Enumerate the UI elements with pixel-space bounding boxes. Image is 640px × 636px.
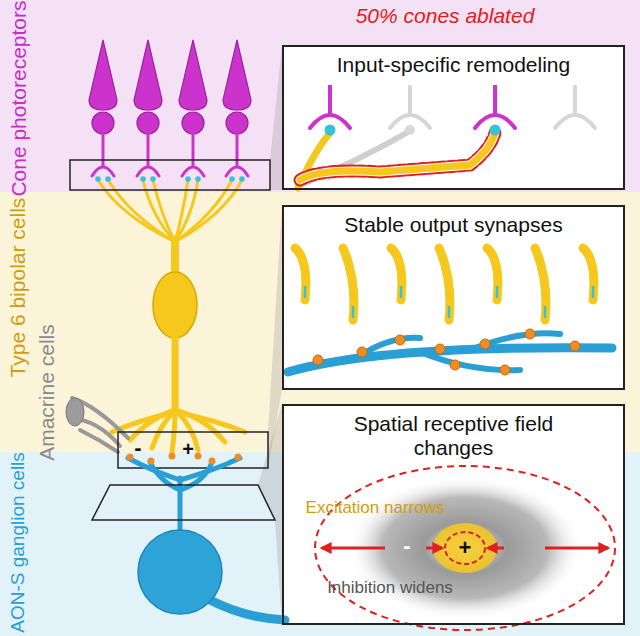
remodeling-drawing — [298, 85, 595, 188]
ribbon — [592, 286, 595, 298]
synapse-dot — [395, 335, 405, 345]
axon-terminal — [583, 248, 594, 300]
axon-terminal — [439, 248, 450, 320]
layer-label: AON-S ganglion cells — [7, 452, 28, 633]
diagram-label: Inhibition widens — [327, 579, 453, 598]
ganglion-dendrites — [128, 458, 240, 535]
axon-terminal — [295, 248, 306, 300]
layer-label: Cone photoreceptors — [7, 0, 30, 196]
synapse-dot — [500, 365, 510, 375]
callout-ground — [282, 45, 625, 190]
synapse-dots — [127, 453, 242, 465]
plane-outline — [92, 485, 275, 520]
dendrite-tip — [185, 176, 191, 182]
ganglion-soma — [138, 530, 222, 614]
layer-label: Type 6 bipolar cells — [6, 197, 29, 377]
dendrite-tip — [105, 176, 111, 182]
cone-pedicle — [226, 167, 248, 176]
receptive-field — [315, 466, 615, 630]
pedicle-box — [70, 160, 270, 190]
synapse-dot — [435, 344, 445, 354]
cone-pedicle — [182, 167, 204, 176]
zoom-wedge — [258, 404, 282, 625]
diagram-label: - — [403, 534, 410, 558]
ribbon — [352, 306, 355, 318]
diagram-label: Excitation narrows — [306, 499, 445, 518]
dendrite-tip — [95, 176, 101, 182]
synapse-dot — [357, 347, 367, 357]
dendrite-tip — [229, 176, 235, 182]
callout-title: Stable output synapses — [294, 213, 614, 237]
synapse-dot — [450, 360, 460, 370]
pedicle-axon — [328, 85, 332, 115]
axon-terminal — [391, 248, 402, 300]
pedicle-axon — [493, 85, 497, 115]
cone-axon — [192, 133, 195, 166]
ribbon — [496, 286, 499, 298]
diagram-label: - — [134, 436, 141, 460]
dendrite-tip — [195, 176, 201, 182]
synapse-dot — [525, 329, 535, 339]
cone-soma — [92, 112, 114, 134]
bipolar-cell — [112, 240, 245, 452]
callout-box: Stable output synapses — [282, 205, 625, 390]
callout-title: Input-specific remodeling — [294, 53, 614, 77]
synapse-dot — [570, 341, 580, 351]
dendrite-tip — [140, 176, 146, 182]
cone-outer-segment — [134, 40, 162, 110]
cone-soma — [182, 112, 204, 134]
axon-terminal — [343, 248, 354, 320]
cone-pedicle — [137, 167, 159, 176]
ribbon — [448, 306, 451, 318]
cone-cells — [89, 40, 251, 242]
cone-outer-segment — [223, 40, 251, 110]
cone-soma — [137, 112, 159, 134]
axon-terminal — [535, 248, 546, 320]
cone-outer-segment — [89, 40, 117, 110]
diagram-label: + — [459, 536, 472, 560]
layer-label: Amacrine cells — [34, 324, 57, 461]
callout-title: Spatial receptive field changes — [329, 412, 579, 460]
diagram-label: + — [182, 438, 194, 460]
callout-ground — [282, 205, 625, 390]
pedicle-axon — [573, 85, 577, 115]
ribbon — [544, 306, 547, 318]
cone-soma — [226, 112, 248, 134]
dendrite-tip — [150, 176, 156, 182]
callout-box: Input-specific remodeling — [282, 45, 625, 190]
synapse-dot — [313, 355, 323, 365]
pedicle — [555, 115, 595, 128]
cone-axon — [236, 133, 239, 166]
axon-terminal — [487, 248, 498, 300]
cone-pedicle — [92, 167, 114, 176]
ribbon — [400, 286, 403, 298]
ganglion-axon — [210, 600, 285, 620]
output-synapse-drawing — [288, 248, 612, 375]
ribbon — [304, 286, 307, 298]
zoom-wedge — [270, 45, 282, 190]
callout-ground — [282, 404, 625, 625]
cone-outer-segment — [179, 40, 207, 110]
dendrite-tip — [239, 176, 245, 182]
cone-axon — [147, 133, 150, 166]
synapse-dot — [480, 339, 490, 349]
pedicle-axon — [408, 85, 412, 115]
diagram-label: 50% cones ablated — [356, 4, 535, 27]
cone-axon — [102, 133, 105, 166]
